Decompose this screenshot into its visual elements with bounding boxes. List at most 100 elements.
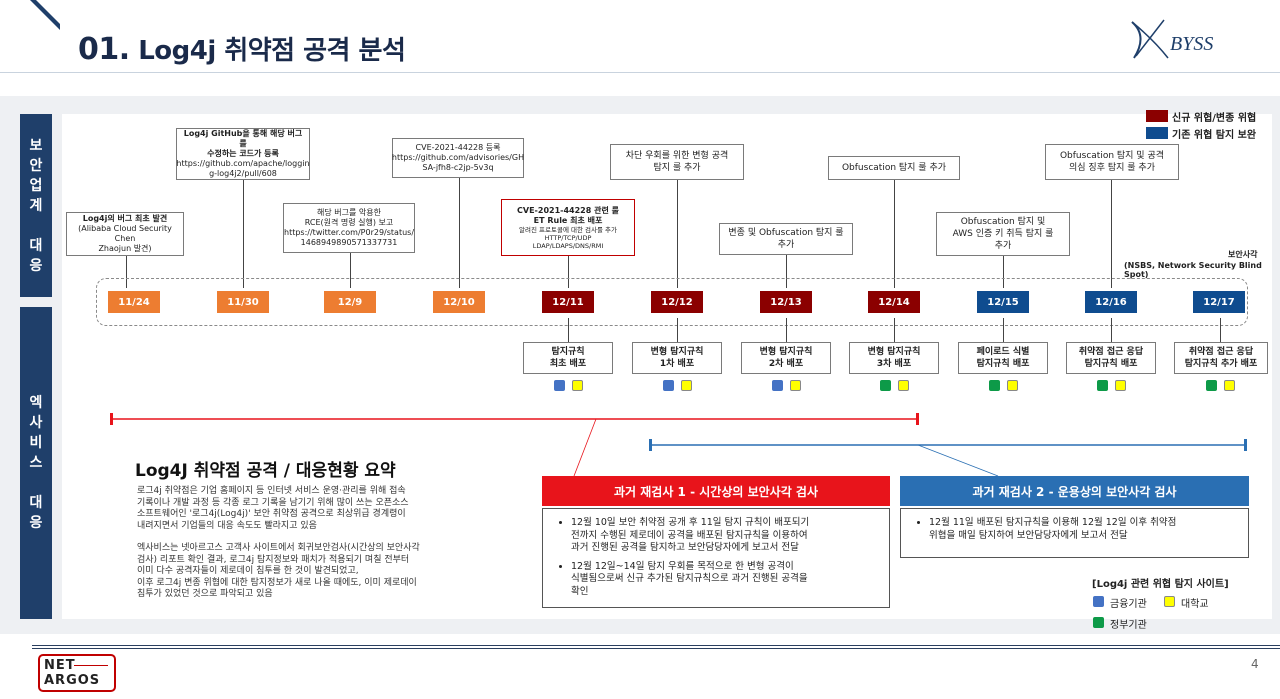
corner-decoration	[0, 0, 60, 30]
deploy-0-line2: 최초 배포	[549, 359, 587, 369]
callout-1130: Log4j GitHub을 통해 해당 버그를 수정하는 코드가 등록 http…	[176, 128, 310, 180]
deploy-4-line1: 페이로드 식별	[976, 347, 1030, 357]
sidebar-xabyss-response: 엑 사 비 스 대 응	[20, 307, 52, 619]
callout-1130-line1: Log4j GitHub을 통해 해당 버그를	[183, 129, 303, 148]
callout-1213-line2: 추가	[777, 240, 795, 250]
deploy-0-line1: 탐지규칙	[551, 347, 585, 357]
callout-1215-line3: 추가	[994, 241, 1012, 251]
site-marker-yellow	[1224, 380, 1235, 391]
range-lines	[110, 413, 1247, 477]
recheck1-item1-line1: 12월 10일 보안 취약점 공개 후 11일 탐지 규칙이 배포되기	[571, 517, 810, 528]
connector-deploy-0	[568, 318, 569, 342]
site-marker-green	[1206, 380, 1217, 391]
date-1212: 12/12	[651, 291, 703, 313]
callout-1124-line1: Log4j의 버그 최초 발견	[82, 214, 168, 223]
date-129: 12/9	[324, 291, 376, 313]
legend-univ: 대학교	[1181, 599, 1209, 610]
site-marker-yellow	[1007, 380, 1018, 391]
connector-deploy-5	[1111, 318, 1112, 342]
recheck1-item-2: 12월 12일~14일 탐지 우회를 목적으로 한 변형 공격이 식별됨으로써 …	[571, 561, 879, 599]
page-title: 01. Log4j 취약점 공격 분석	[78, 30, 406, 67]
callout-1124: Log4j의 버그 최초 발견 (Alibaba Cloud Security …	[66, 212, 184, 256]
connector-1214	[894, 180, 895, 288]
connector-deploy-2	[786, 318, 787, 342]
callout-1210-line3: SA-jfh8-c2jp-5v3q	[422, 163, 494, 172]
deploy-2-line1: 변형 탐지규칙	[759, 347, 813, 357]
summary-paragraph-2: 엑사비스는 넷아르고스 고객사 사이트에서 회귀보안검사(시간상의 보안사각 검…	[137, 543, 482, 601]
date-1217: 12/17	[1193, 291, 1245, 313]
connector-deploy-6	[1220, 318, 1221, 342]
recheck2-item1-line1: 12월 11일 배포된 탐지규칙을 이용해 12월 12일 이후 취약점	[929, 517, 1177, 528]
callout-1216: Obfuscation 탐지 및 공격 의심 징후 탐지 룰 추가	[1045, 144, 1179, 180]
svg-text:BYSS: BYSS	[1170, 33, 1213, 55]
callout-1211-line2: ET Rule 최초 배포	[533, 215, 603, 225]
legend-new-threat-swatch	[1146, 110, 1168, 122]
summary-p2-line1: 엑사비스는 넷아르고스 고객사 사이트에서 회귀보안검사(시간상의 보안사각	[137, 543, 420, 553]
blind-spot-sublabel: (NSBS, Network Security Blind Spot)	[1124, 261, 1262, 279]
date-1216: 12/16	[1085, 291, 1137, 313]
recheck1-item2-line2: 식별됨으로써 신규 추가된 탐지규칙으로 과거 진행된 공격을	[571, 573, 808, 584]
callout-1210-line2: https://github.com/advisories/GH	[391, 153, 525, 162]
summary-p1-line4: 내려지면서 기업들의 대응 속도도 빨라지고 있음	[137, 520, 317, 531]
site-marker-blue	[554, 380, 565, 391]
deploy-5-line2: 탐지규칙 배포	[1084, 359, 1138, 369]
summary-p1-line1: 로그4j 취약점은 기업 홈페이지 등 인터넷 서비스 운영·관리를 위해 접속	[137, 486, 406, 496]
deploy-3-line1: 변형 탐지규칙	[867, 347, 921, 357]
deploy-4-line2: 탐지규칙 배포	[976, 359, 1030, 369]
callout-1210: CVE-2021-44228 등록 https://github.com/adv…	[392, 138, 524, 178]
recheck1-item1-line3: 과거 진행된 공격을 탐지하고 보안담당자에게 보고서 전달	[571, 542, 799, 553]
summary-p2-line2: 검사) 리포트 확인 결과, 로그4j 탐지정보와 패치가 적용되기 며칠 전부…	[137, 554, 410, 565]
date-1124: 11/24	[108, 291, 160, 313]
deploy-box-3: 변형 탐지규칙 3차 배포	[849, 342, 939, 374]
callout-1130-line2: 수정하는 코드가 등록	[207, 149, 279, 158]
connector-1213	[786, 255, 787, 288]
footer-rule-2	[32, 648, 1280, 649]
recheck1-item2-line1: 12월 12일~14일 탐지 우회를 목적으로 한 변형 공격이	[571, 560, 794, 572]
deploy-5-line1: 취약점 접근 응답	[1078, 347, 1144, 357]
deploy-3-line2: 3차 배포	[876, 359, 912, 369]
recheck2-item-1: 12월 11일 배포된 탐지규칙을 이용해 12월 12일 이후 취약점 위협을…	[929, 517, 1238, 542]
summary-p2-line3: 이미 다수 공격자들이 제로데이 침투를 한 것이 발견되었고,	[137, 566, 359, 576]
callout-1212-line2: 탐지 룰 추가	[653, 163, 701, 173]
summary-title: Log4J 취약점 공격 / 대응현황 요약	[135, 461, 396, 481]
callout-1215-line1: Obfuscation 탐지 및	[960, 217, 1046, 227]
sites-legend-title: [Log4j 관련 위협 탐지 사이트]	[1092, 579, 1229, 590]
callout-1211-line1: CVE-2021-44228 관련 룰	[517, 205, 619, 215]
callout-1211: CVE-2021-44228 관련 룰 ET Rule 최초 배포 알려진 프로…	[501, 199, 635, 256]
recheck1-header: 과거 재검사 1 - 시간상의 보안사각 검사	[542, 476, 890, 506]
title-number: 01.	[78, 32, 130, 67]
page-number: 4	[1251, 657, 1259, 671]
legend-finance-swatch	[1093, 596, 1104, 607]
legend-finance: 금융기관	[1110, 599, 1147, 610]
legend-new-threat: 신규 위협/변종 위협	[1172, 113, 1257, 124]
callout-1130-line4: g-log4j2/pull/608	[209, 169, 277, 178]
summary-p1-line2: 기록이나 개발 과정 등 각종 로그 기록을 남기기 위해 많이 쓰는 오픈소스	[137, 497, 409, 508]
callout-1213: 변종 및 Obfuscation 탐지 룰 추가	[719, 223, 853, 255]
recheck2-body: 12월 11일 배포된 탐지규칙을 이용해 12월 12일 이후 취약점 위협을…	[900, 508, 1249, 558]
connector-1130	[243, 180, 244, 288]
legend-existing: 기존 위협 탐지 보완	[1172, 130, 1257, 141]
callout-1215: Obfuscation 탐지 및 AWS 인증 키 취득 탐지 룰 추가	[936, 212, 1070, 256]
recheck1-body: 12월 10일 보안 취약점 공개 후 11일 탐지 규칙이 배포되기 전까지 …	[542, 508, 890, 608]
callout-1212: 차단 우회를 위한 변형 공격 탐지 룰 추가	[610, 144, 744, 180]
site-marker-yellow	[681, 380, 692, 391]
connector-1212	[677, 180, 678, 288]
callout-129-line1: 해당 버그를 악용한	[317, 208, 381, 217]
date-1130: 11/30	[217, 291, 269, 313]
callout-1213-line1: 변종 및 Obfuscation 탐지 룰	[728, 228, 844, 238]
callout-1124-line3: Zhaojun 발견)	[98, 244, 152, 253]
sidebar-industry-response: 보 안 업 계 대 응	[20, 114, 52, 297]
connector-deploy-1	[677, 318, 678, 342]
timeline-container	[96, 278, 1248, 326]
connector-deploy-4	[1003, 318, 1004, 342]
site-marker-yellow	[1115, 380, 1126, 391]
site-marker-blue	[663, 380, 674, 391]
date-1211: 12/11	[542, 291, 594, 313]
site-marker-green	[989, 380, 1000, 391]
connector-1124	[126, 256, 127, 288]
date-1214: 12/14	[868, 291, 920, 313]
netargos-logo-top: NET	[44, 658, 76, 673]
